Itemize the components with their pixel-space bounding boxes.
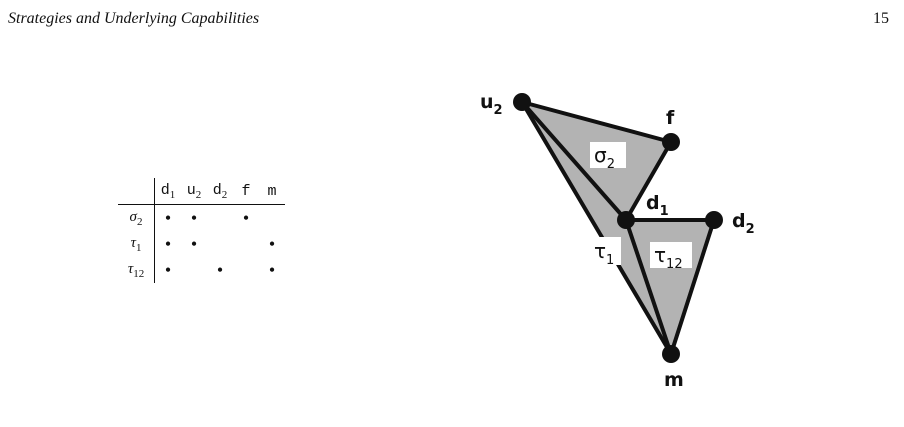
table-row: τ1 • • • (118, 231, 285, 257)
label-box-tau12 (650, 242, 692, 268)
column-header-f: f (233, 178, 259, 205)
row-header-sigma2: σ2 (118, 204, 155, 231)
edge-f-d1 (624, 140, 673, 222)
table-cell: • (164, 234, 172, 254)
simplex-label-tau1: τ1 (594, 239, 614, 268)
table-cell (181, 257, 207, 283)
running-head: Strategies and Underlying Capabilities (8, 10, 260, 27)
table-cell (233, 231, 259, 257)
table-cell (207, 231, 233, 257)
table-cell: • (190, 208, 198, 228)
table-row: τ12 • • • (118, 257, 285, 283)
label-box-sigma2 (590, 142, 626, 168)
table-corner (118, 178, 155, 205)
vertex-label-d2: d2 (732, 210, 755, 237)
vertex-f (662, 133, 680, 151)
table-cell: • (242, 208, 250, 228)
table-row: σ2 • • • (118, 204, 285, 232)
table-cell: • (164, 260, 172, 280)
table-header-row: d1 u2 d2 f m (118, 178, 285, 205)
column-header-d1: d1 (154, 178, 181, 205)
vertex-d2 (705, 211, 723, 229)
vertex-d1 (617, 211, 635, 229)
table-cell: • (268, 234, 276, 254)
table-cell (233, 257, 259, 283)
row-header-tau1: τ1 (118, 231, 155, 257)
label-box-tau1 (591, 237, 621, 265)
table-cell (259, 205, 285, 232)
edge-u2-m (520, 100, 673, 356)
vertex-m (662, 345, 680, 363)
column-header-m: m (259, 178, 285, 205)
edge-d1-m (624, 218, 673, 356)
table-cell: • (190, 234, 198, 254)
vertex-label-m: m (664, 369, 684, 391)
vertex-label-d1: d1 (646, 192, 669, 219)
table-cell (207, 205, 233, 232)
page-number: 15 (873, 10, 889, 27)
edge-u2-d1 (520, 100, 628, 222)
simplex-label-tau12: τ12 (654, 243, 683, 272)
incidence-table: d1 u2 d2 f m σ2 • • • τ1 • • • τ12 • • (118, 178, 285, 283)
table-cell: • (216, 260, 224, 280)
edge-d2-m (669, 218, 716, 356)
vertex-label-u2: u2 (480, 91, 503, 118)
vertex-u2 (513, 93, 531, 111)
table-cell: • (164, 208, 172, 228)
edge-u2-f (520, 100, 673, 144)
column-header-d2: d2 (207, 178, 233, 205)
row-header-tau12: τ12 (118, 257, 155, 283)
simplex-label-sigma2: σ2 (594, 143, 615, 172)
table-cell: • (268, 260, 276, 280)
simplicial-complex-diagram: u2 f d1 d2 m σ2 τ1 τ12 (480, 91, 755, 391)
column-header-u2: u2 (181, 178, 207, 205)
vertex-label-f: f (666, 107, 675, 129)
